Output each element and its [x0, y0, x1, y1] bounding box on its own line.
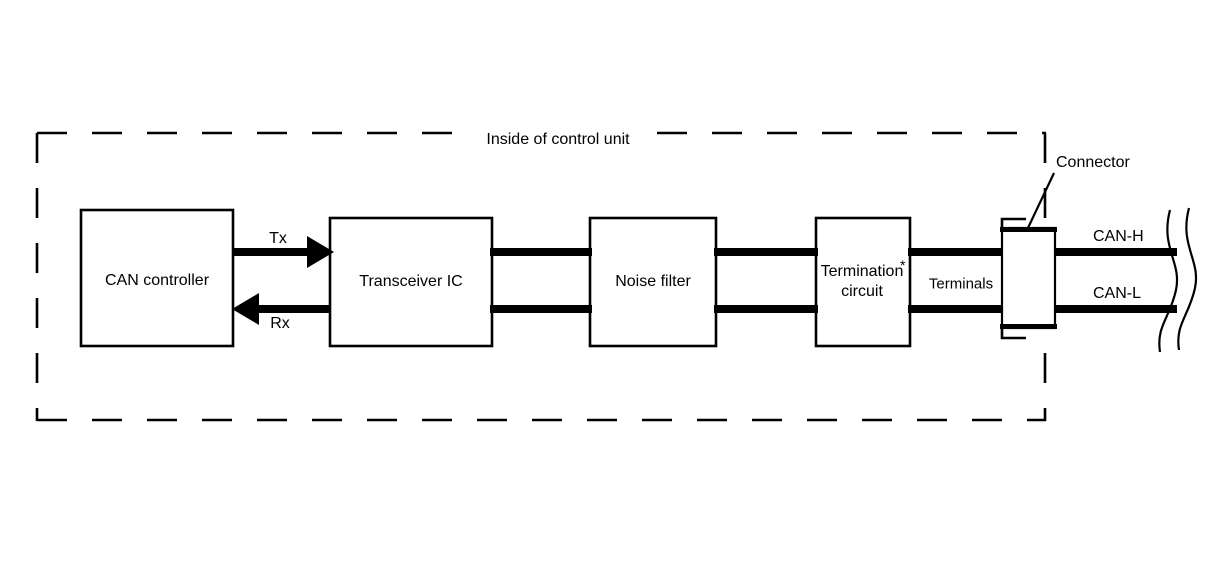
harness-break-wavy-lines	[1158, 207, 1198, 353]
block-label-transceiver-ic: Transceiver IC	[359, 273, 463, 290]
bus-seg-termination-connector-high	[908, 248, 1005, 256]
wavy-line-outer	[1177, 207, 1198, 351]
wavy-line-inner	[1158, 209, 1179, 353]
boundary-title: Inside of control unit	[477, 131, 639, 148]
bus-label-can-low: CAN-L	[1093, 285, 1142, 302]
block-transceiver-ic	[328, 216, 494, 348]
block-label-termination-line1: Termination	[820, 263, 904, 280]
signal-label-rx: Rx	[270, 315, 290, 332]
block-label-noise-filter: Noise filter	[615, 273, 691, 290]
connector-label: Connector	[1056, 154, 1130, 171]
block-noise-filter	[588, 216, 718, 348]
bus-seg-termination-connector-low	[908, 305, 1005, 313]
bus-segments	[490, 248, 1177, 313]
control-unit-boundary	[35, 131, 1047, 422]
block-termination-circuit	[814, 216, 912, 348]
bus-seg-noisefilter-termination-low	[714, 305, 818, 313]
block-label-can-controller: CAN controller	[104, 272, 210, 289]
connector-leader-line	[1026, 172, 1055, 231]
boundary-title-text: Inside of control unit	[477, 131, 639, 148]
bus-seg-transceiver-noisefilter-low	[490, 305, 592, 313]
block-can-controller	[79, 208, 235, 348]
terminals-label: Terminals	[928, 275, 994, 293]
connector-body	[1000, 217, 1057, 340]
signal-tx-arrow	[233, 236, 334, 268]
bus-seg-can-low-external	[1055, 305, 1177, 313]
bus-label-can-high: CAN-H	[1093, 228, 1144, 245]
termination-footnote-marker: *	[900, 257, 906, 273]
signal-label-tx: Tx	[269, 230, 287, 247]
block-label-termination-line2: circuit	[841, 283, 883, 300]
signal-rx-arrow	[232, 293, 330, 325]
block-label-termination-circuit: Termination circuit	[821, 262, 904, 302]
bus-seg-can-high-external	[1055, 248, 1177, 256]
bus-seg-noisefilter-termination-high	[714, 248, 818, 256]
bus-seg-transceiver-noisefilter-high	[490, 248, 592, 256]
